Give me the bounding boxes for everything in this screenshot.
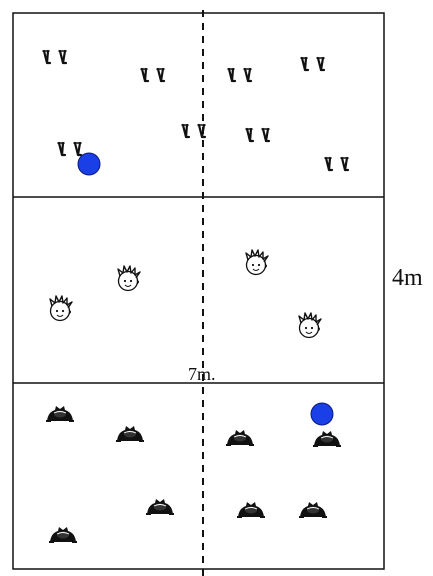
face-icon — [50, 296, 72, 321]
top-zone — [43, 51, 348, 175]
turtle-player-icon — [313, 431, 341, 446]
turtle-player-icon — [46, 406, 74, 421]
turtle-player-icon — [146, 499, 174, 514]
feet-icon — [58, 143, 81, 155]
side-measure-label: 4m — [392, 265, 423, 291]
turtle-player-icon — [226, 430, 254, 445]
feet-icon — [141, 69, 164, 81]
width-measure-label: 7m. — [188, 364, 216, 384]
court-outline — [13, 13, 384, 569]
turtle-player-icon — [49, 527, 77, 542]
turtle-player-icon — [237, 502, 265, 517]
feet-icon — [246, 129, 269, 141]
ball-icon — [78, 153, 100, 175]
turtle-player-icon — [299, 502, 327, 517]
feet-icon — [182, 125, 205, 137]
face-icon — [299, 313, 321, 338]
ball-icon — [311, 403, 333, 425]
feet-icon — [228, 69, 251, 81]
bottom-zone — [46, 403, 341, 542]
face-icon — [118, 266, 140, 291]
face-icon — [246, 250, 268, 275]
turtle-player-icon — [116, 426, 144, 441]
feet-icon — [301, 58, 324, 70]
feet-icon — [325, 158, 348, 170]
middle-zone — [50, 250, 321, 338]
feet-icon — [43, 51, 66, 63]
